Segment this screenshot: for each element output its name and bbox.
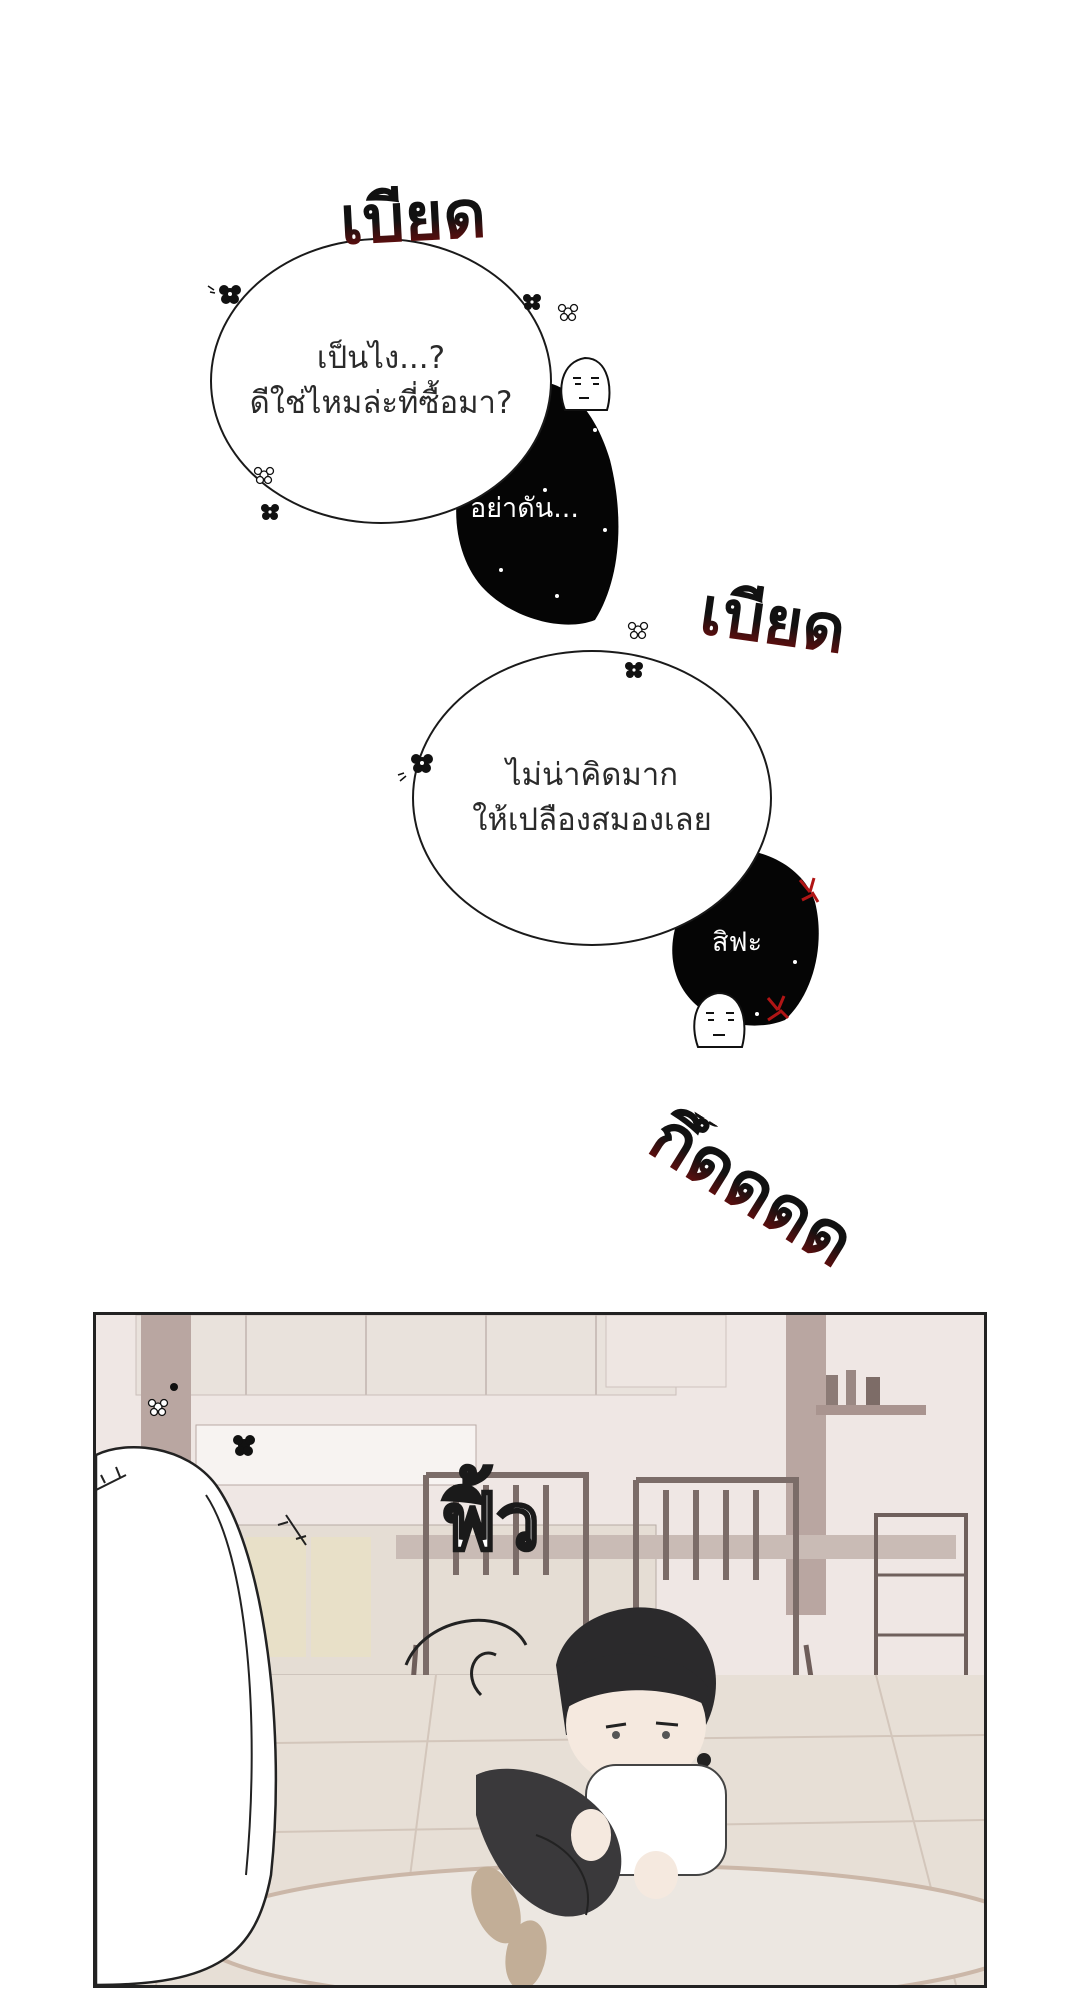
flower-decoration-icon [253, 466, 279, 520]
flower-decoration-icon [625, 621, 649, 678]
bubble2-line1: ไม่น่าคิดมาก [505, 757, 679, 794]
ghost-mask-icon [693, 991, 746, 1048]
sfx-biat-2: เบียด [695, 572, 851, 669]
sfx-biat-1: เบียด [338, 175, 488, 260]
panel-sfx-fiw: ฟิ้ว [439, 1477, 541, 1570]
anger-mark-icon [766, 995, 790, 1022]
anger-mark-icon [798, 877, 820, 903]
flower-decoration-icon [397, 754, 433, 782]
sfx-kuet: กึ๊ดดดด [635, 1094, 870, 1284]
whisper2-text: สิฟะ [712, 927, 763, 958]
flower-decoration-icon [207, 285, 241, 304]
speech-bubble-2: ไม่น่าคิดมาก ให้เปลืองสมองเลย [412, 650, 772, 946]
kitchen-panel: ฟิ้ว [93, 1312, 987, 1988]
whisper1-text: อย่าดัน... [470, 493, 579, 524]
bubble2-line2: ให้เปลืองสมองเลย [472, 802, 712, 838]
bubble1-line1: เป็นไง...? [316, 340, 446, 377]
chibi-character [471, 1607, 727, 1985]
flower-decoration-icon [523, 294, 579, 322]
bubble1-line2: ดีใช่ไหมล่ะที่ซื้อมา? [249, 385, 513, 421]
kitchen-background [96, 1315, 984, 1985]
ghost-mask-icon [560, 356, 611, 411]
